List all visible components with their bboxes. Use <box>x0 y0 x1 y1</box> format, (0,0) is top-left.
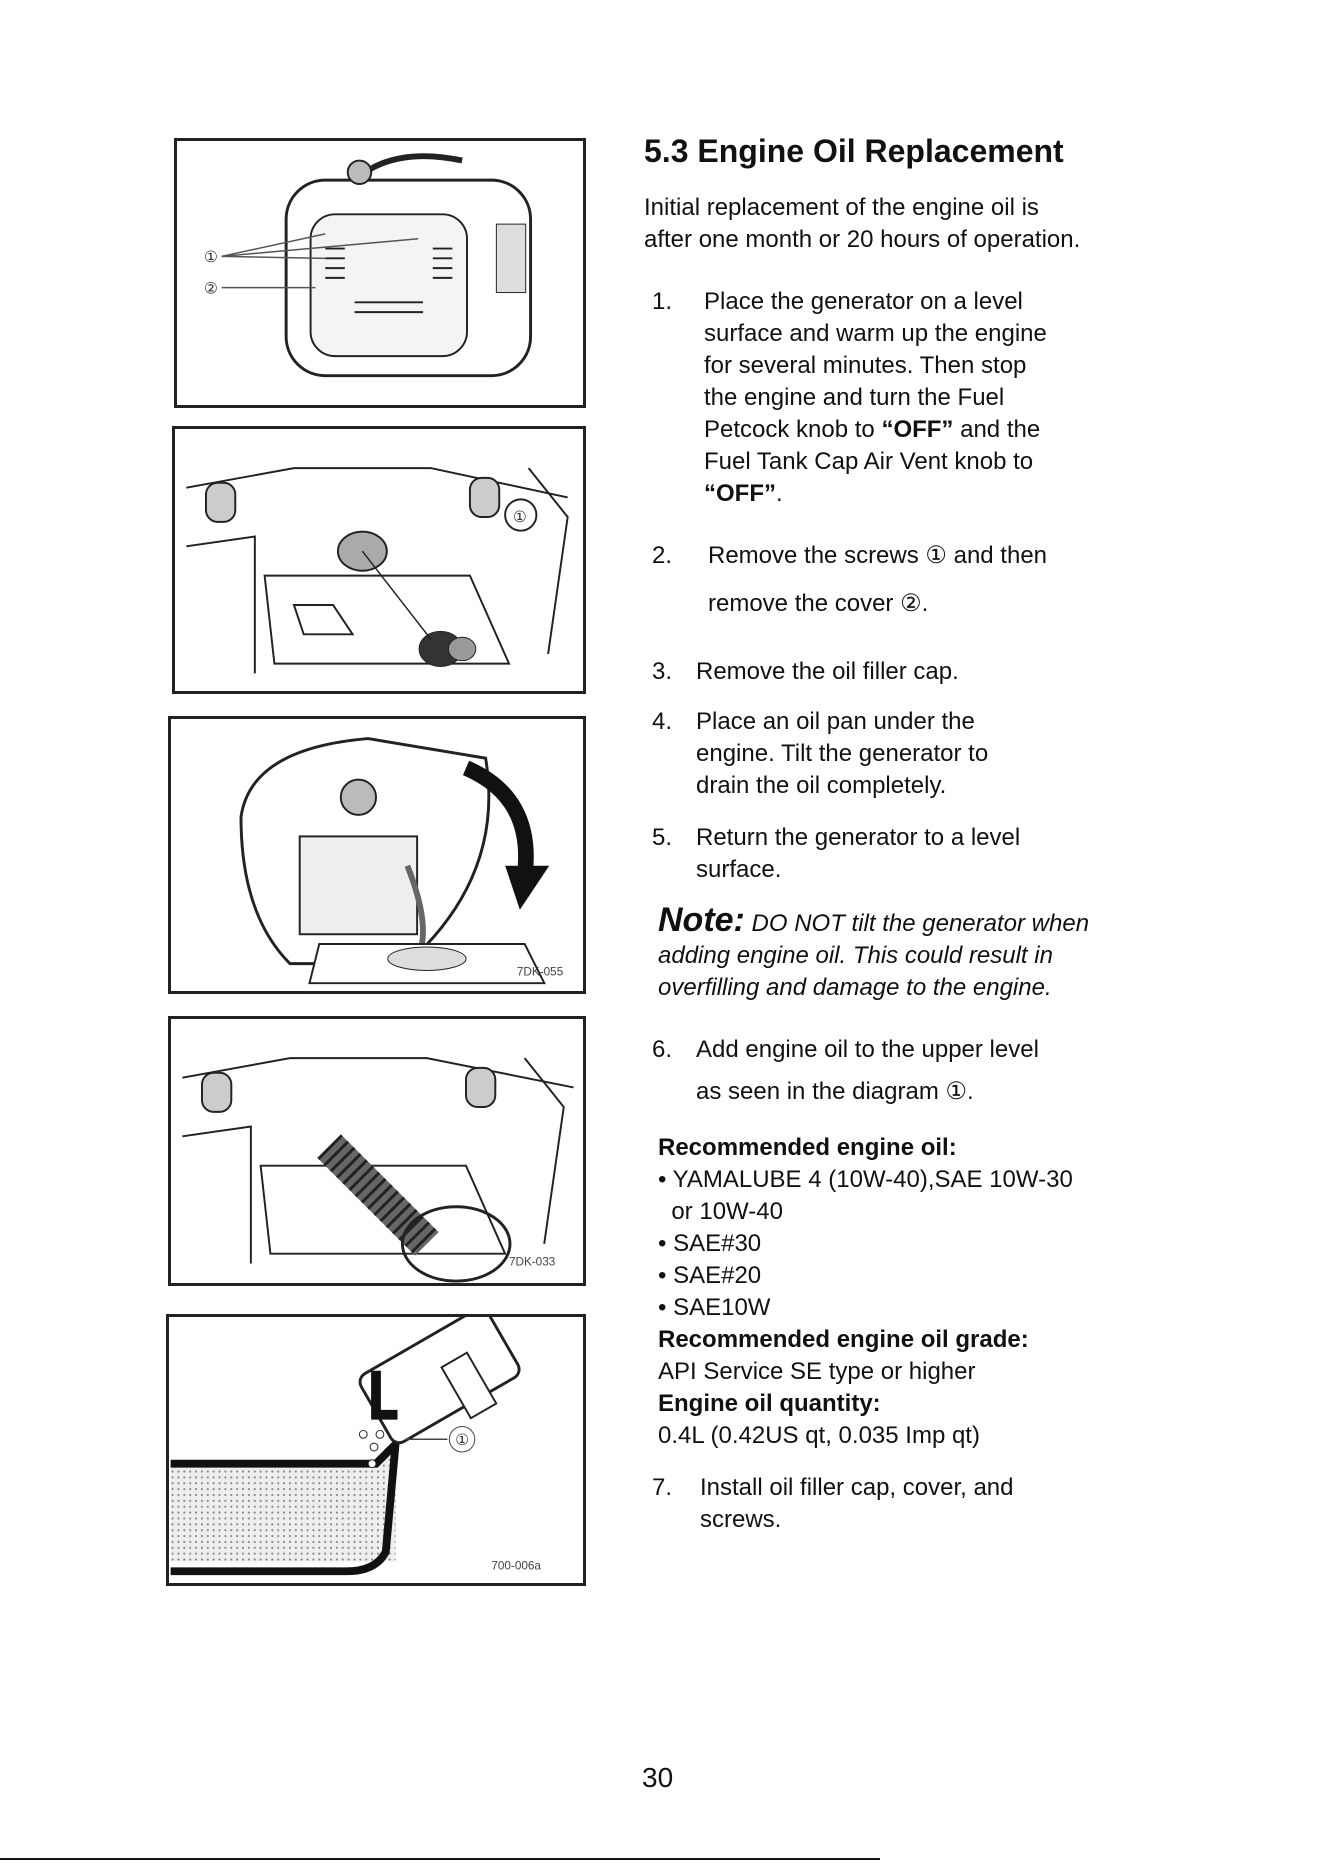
callout-1: ① <box>455 1432 469 1449</box>
step-number: 7. <box>652 1474 673 1501</box>
figure-code: 700-006a <box>491 1559 541 1572</box>
oil-item: • SAE#30 <box>658 1230 762 1257</box>
oil-quantity-heading: Engine oil quantity: <box>658 1390 881 1417</box>
intro-line-1: Initial replacement of the engine oil is <box>644 194 1039 222</box>
step-number: 2. <box>652 542 673 569</box>
step-number: 5. <box>652 824 673 851</box>
oil-item: or 10W-40 <box>658 1198 783 1225</box>
oil-specs: Recommended engine oil: • YAMALUBE 4 (10… <box>658 1132 1298 1452</box>
oil-grade-heading: Recommended engine oil grade: <box>658 1326 1029 1353</box>
note-box: Note: DO NOT tilt the generator when add… <box>658 901 1278 1004</box>
step-line: the engine and turn the Fuel <box>704 384 1005 411</box>
callout-2: ② <box>204 281 218 298</box>
figure-generator-overview: ① ② <box>174 138 586 408</box>
step-4: 4. Place an oil pan under the engine. Ti… <box>652 706 1292 806</box>
step-3: 3. Remove the oil filler cap. <box>652 656 1292 690</box>
step-line: remove the cover ②. <box>708 590 929 617</box>
note-line: overfilling and damage to the engine. <box>658 974 1052 1001</box>
step-number: 4. <box>652 708 673 735</box>
step-number: 3. <box>652 658 673 685</box>
step-7: 7. Install oil filler cap, cover, and sc… <box>652 1472 1292 1540</box>
step-6: 6. Add engine oil to the upper level as … <box>652 1034 1292 1124</box>
oil-item: • YAMALUBE 4 (10W-40),SAE 10W-30 <box>658 1166 1073 1193</box>
text-column: 5.3 Engine Oil Replacement Initial repla… <box>644 132 1284 256</box>
oil-level-illustration: ① 700-006a <box>170 1317 541 1576</box>
figure-oil-level: ① 700-006a <box>166 1314 586 1586</box>
oil-grade-value: API Service SE type or higher <box>658 1358 976 1385</box>
step-number: 6. <box>652 1036 673 1063</box>
step-line: engine. Tilt the generator to <box>696 740 989 767</box>
screws-cover-illustration: ① <box>186 467 569 674</box>
step-line: Place an oil pan under the <box>696 708 975 735</box>
oil-item: • SAE10W <box>658 1294 771 1321</box>
step-line: as seen in the diagram ①. <box>696 1078 974 1105</box>
callout-1: ① <box>204 249 218 266</box>
step-line: Install oil filler cap, cover, and <box>700 1474 1014 1501</box>
step-line: surface. <box>696 856 782 883</box>
step-line: Return the generator to a level <box>696 824 1021 851</box>
recommended-oil-heading: Recommended engine oil: <box>658 1134 957 1161</box>
note-line: DO NOT tilt the generator when <box>744 910 1090 937</box>
figure-code: 7DK-055 <box>517 965 564 978</box>
figure-screws-cover: ① <box>172 426 586 694</box>
page-divider <box>0 1858 880 1860</box>
add-oil-illustration: 7DK-033 <box>182 1057 574 1283</box>
step-line: screws. <box>700 1506 782 1533</box>
oil-item: • SAE#20 <box>658 1262 762 1289</box>
step-line: “OFF”. <box>704 480 783 507</box>
generator-illustration: ① ② <box>204 153 533 378</box>
tilt-drain-illustration: 7DK-055 <box>239 737 564 985</box>
figure-add-oil: 7DK-033 <box>168 1016 586 1286</box>
callout-1: ① <box>513 509 527 526</box>
oil-quantity-value: 0.4L (0.42US qt, 0.035 Imp qt) <box>658 1422 980 1449</box>
page-number: 30 <box>642 1762 674 1793</box>
step-1: 1. Place the generator on a level surfac… <box>652 286 1292 516</box>
step-line: surface and warm up the engine <box>704 320 1047 347</box>
step-line: drain the oil completely. <box>696 772 947 799</box>
step-line: Remove the oil filler cap. <box>696 658 959 685</box>
step-line: Fuel Tank Cap Air Vent knob to <box>704 448 1034 475</box>
step-line: Place the generator on a level <box>704 288 1023 315</box>
intro-line-2: after one month or 20 hours of operation… <box>644 226 1081 254</box>
section-title: 5.3 Engine Oil Replacement <box>644 133 1064 169</box>
step-line: for several minutes. Then stop <box>704 352 1027 379</box>
step-number: 1. <box>652 288 673 315</box>
step-line: Add engine oil to the upper level <box>696 1036 1039 1063</box>
figure-code: 7DK-033 <box>509 1255 555 1268</box>
step-5: 5. Return the generator to a level surfa… <box>652 822 1292 890</box>
step-line: Petcock knob to “OFF” and the <box>704 416 1041 443</box>
note-line: adding engine oil. This could result in <box>658 942 1053 969</box>
note-label: Note: <box>658 901 745 939</box>
step-line: Remove the screws ① and then <box>708 542 1048 569</box>
figure-tilt-drain: 7DK-055 <box>168 716 586 994</box>
step-2: 2. Remove the screws ① and then remove t… <box>652 540 1292 630</box>
